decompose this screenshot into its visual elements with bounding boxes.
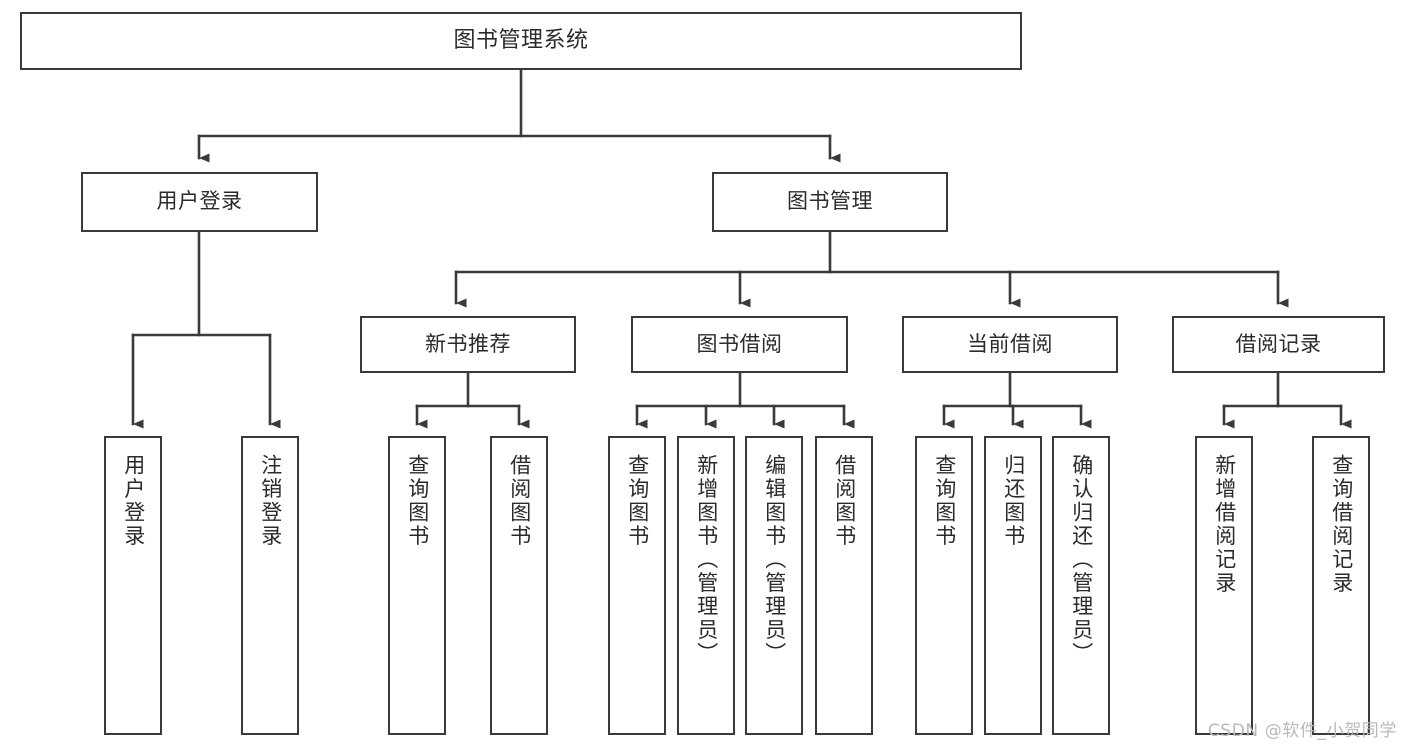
leaf-user-login[interactable]: 用户登录 [104, 436, 162, 735]
node-book-borrow[interactable]: 图书借阅 [631, 316, 848, 373]
node-current-borrow[interactable]: 当前借阅 [902, 316, 1118, 373]
node-book-manage[interactable]: 图书管理 [712, 172, 948, 232]
node-root-system[interactable]: 图书管理系统 [20, 12, 1022, 70]
leaf-logout-login[interactable]: 注销登录 [241, 436, 299, 735]
leaf-edit-book[interactable]: 编辑图书（管理员） [745, 436, 803, 735]
node-label: 归还图书 [1001, 454, 1026, 548]
node-user-login[interactable]: 用户登录 [81, 172, 318, 232]
node-label: 借阅图书 [832, 454, 857, 548]
node-borrow-record[interactable]: 借阅记录 [1172, 316, 1385, 373]
leaf-query-book-borrow[interactable]: 查询图书 [608, 436, 666, 735]
leaf-return-book[interactable]: 归还图书 [984, 436, 1042, 735]
node-label: 借阅记录 [1235, 331, 1322, 356]
node-label: 新增借阅记录 [1212, 454, 1237, 595]
node-label: 图书管理 [787, 189, 873, 214]
node-label: 查询借阅记录 [1329, 454, 1354, 595]
leaf-add-borrow-record[interactable]: 新增借阅记录 [1195, 436, 1253, 735]
node-label: 图书管理系统 [453, 27, 589, 53]
node-label: 新书推荐 [425, 331, 511, 356]
node-label: 用户登录 [121, 454, 146, 548]
node-label: 用户登录 [156, 189, 243, 214]
node-label: 当前借阅 [967, 331, 1053, 356]
leaf-add-book[interactable]: 新增图书（管理员） [677, 436, 735, 735]
leaf-borrow-book[interactable]: 借阅图书 [815, 436, 873, 735]
leaf-query-book-current[interactable]: 查询图书 [915, 436, 973, 735]
node-new-book-recommend[interactable]: 新书推荐 [360, 316, 576, 373]
csdn-watermark: CSDN @软件_小贺同学 [1207, 721, 1397, 741]
leaf-query-borrow-record[interactable]: 查询借阅记录 [1312, 436, 1370, 735]
node-label: 确认归还（管理员） [1069, 454, 1094, 666]
node-label: 查询图书 [625, 454, 650, 548]
node-label: 图书借阅 [696, 331, 783, 356]
leaf-confirm-return[interactable]: 确认归还（管理员） [1052, 436, 1110, 735]
leaf-query-book-recommend[interactable]: 查询图书 [388, 436, 446, 735]
node-label: 新增图书（管理员） [694, 454, 719, 666]
node-label: 查询图书 [405, 454, 430, 548]
node-label: 编辑图书（管理员） [762, 454, 787, 666]
node-label: 注销登录 [258, 454, 283, 548]
node-label: 查询图书 [932, 454, 957, 548]
leaf-borrow-book-recommend[interactable]: 借阅图书 [490, 436, 548, 735]
node-label: 借阅图书 [507, 454, 532, 548]
